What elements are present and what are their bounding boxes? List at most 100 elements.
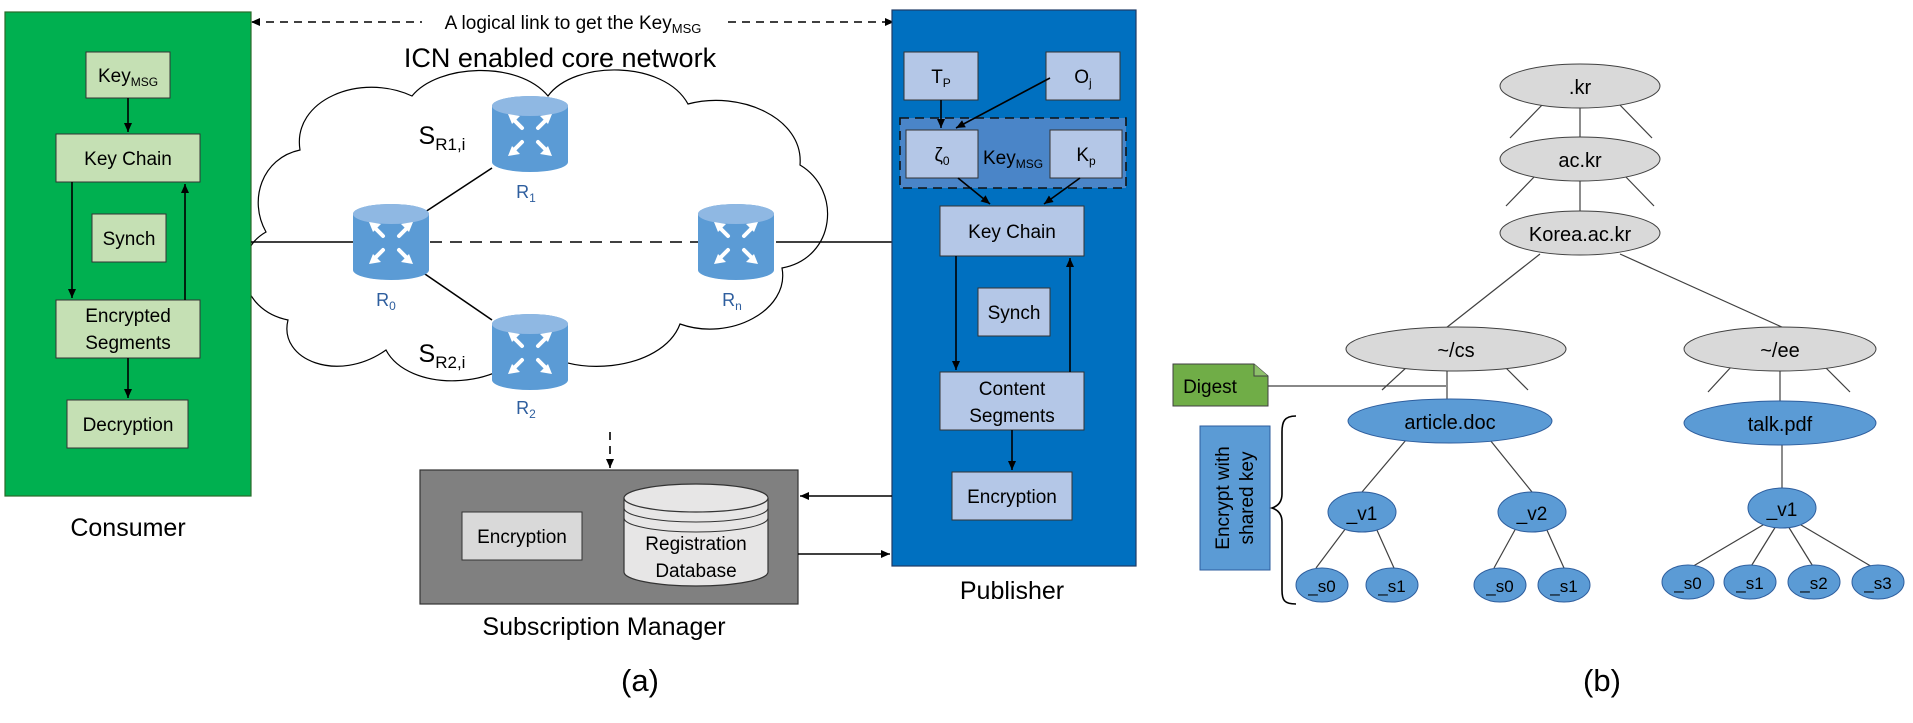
encrypt-note-line1: Encrypt with: [1213, 446, 1234, 549]
network-title: ICN enabled core network: [404, 43, 717, 73]
tree-node-segment-label: _s0: [1485, 577, 1513, 596]
tree-node-korea-label: Korea.ac.kr: [1529, 224, 1632, 246]
tree-node-ee-label: ~/ee: [1760, 340, 1799, 362]
consumer-key-chain-box: [55, 133, 201, 183]
publisher-tp-label: TP: [931, 67, 951, 90]
consumer-flow-arrows: [68, 98, 189, 398]
publisher-kp-label: Kp: [1076, 145, 1096, 168]
panel-a-caption: (a): [621, 663, 659, 698]
digest-label: Digest: [1183, 377, 1238, 398]
router-r0-icon: [353, 204, 429, 280]
tree-node-article-label: article.doc: [1404, 412, 1495, 434]
tree-node-v2-label: _v2: [1516, 504, 1548, 525]
publisher-zeta-box: [905, 129, 979, 179]
network-cloud: [243, 69, 829, 382]
router-rn-label: Rn: [722, 290, 742, 313]
tree-node-talk-v1: [1747, 487, 1817, 529]
publisher-tp-box: [903, 51, 979, 101]
router-rn-icon: [698, 204, 774, 280]
tree-node-segment-label: _s2: [1799, 574, 1827, 593]
router-r2-icon: [492, 314, 568, 390]
tree-node-segment: [1851, 564, 1905, 600]
panel-b-caption: (b): [1583, 663, 1621, 698]
tree-edges: [1315, 102, 1875, 569]
tree-node-v1-label: _v1: [1346, 504, 1378, 525]
tree-node-segment: [1365, 567, 1419, 603]
segment-sr2-label: SR2,i: [419, 340, 466, 372]
publisher-key-msg-label: KeyMSG: [983, 148, 1043, 171]
consumer-synch-box: [91, 213, 167, 263]
subscription-manager-label: Subscription Manager: [482, 613, 725, 641]
publisher-content-segments-line2: Segments: [969, 406, 1055, 427]
segment-sr1-label: SR1,i: [419, 122, 466, 154]
digest-note-fold: [1253, 364, 1268, 377]
publisher-oj-box: [1045, 51, 1121, 101]
tree-node-talk-label: talk.pdf: [1748, 414, 1813, 436]
tree-node-ee: [1683, 326, 1877, 372]
tree-node-segment: [1787, 564, 1841, 600]
tree-node-segment-label: _s1: [1377, 577, 1405, 596]
publisher-key-chain-label: Key Chain: [968, 222, 1056, 243]
logical-link-label: A logical link to get the KeyMSG: [445, 13, 702, 36]
tree-node-cs: [1345, 326, 1567, 372]
digest-note: [1172, 363, 1269, 407]
tree-node-v2: [1497, 491, 1567, 533]
encrypt-note-text: Encrypt with shared key: [1213, 446, 1258, 549]
tree-node-kr: [1499, 63, 1661, 109]
router-r1-icon: [492, 96, 568, 172]
tree-node-segment-label: _s0: [1307, 577, 1335, 596]
tree-node-segment-label: _s3: [1863, 574, 1891, 593]
tree-node-segment: [1295, 567, 1349, 603]
consumer-encrypted-segments-line2: Segments: [85, 333, 171, 354]
tree-node-segment: [1661, 564, 1715, 600]
network-links: [251, 167, 892, 468]
publisher-encryption-label: Encryption: [967, 487, 1057, 508]
router-r0-label: R0: [376, 290, 396, 313]
subscription-publisher-arrows: [798, 492, 892, 558]
tree-node-segment: [1723, 564, 1777, 600]
consumer-key-msg-label: KeyMSG: [98, 66, 158, 89]
tree-node-talk-v1-label: _v1: [1766, 500, 1798, 521]
router-r2-label: R2: [516, 398, 536, 421]
publisher-synch-box: [977, 287, 1051, 337]
tree-node-article: [1347, 398, 1553, 444]
panel-a: A logical link to get the KeyMSG ICN ena…: [4, 8, 1137, 698]
registration-database-line1: Registration: [645, 534, 746, 555]
tree-node-ackr-label: ac.kr: [1558, 150, 1602, 172]
consumer-encrypted-segments-line1: Encrypted: [85, 306, 171, 327]
tree-node-segment: [1537, 567, 1591, 603]
publisher-content-segments-line1: Content: [979, 379, 1046, 400]
tree-node-v1: [1327, 491, 1397, 533]
consumer-key-msg-box: [85, 51, 171, 99]
publisher-kp-box: [1049, 129, 1123, 179]
tree-node-talk: [1683, 400, 1877, 446]
tree-node-cs-label: ~/cs: [1437, 340, 1474, 362]
tree-node-segment-label: _s0: [1673, 574, 1701, 593]
publisher-encryption-box: [951, 471, 1073, 521]
publisher-label: Publisher: [960, 577, 1064, 605]
registration-database-icon: [623, 483, 769, 587]
tree-node-ackr: [1499, 136, 1661, 182]
tree-node-segment: [1473, 567, 1527, 603]
tree-node-segment-label: _s1: [1549, 577, 1577, 596]
consumer-key-chain-label: Key Chain: [84, 149, 172, 170]
router-r1-label: R1: [516, 182, 536, 205]
encrypt-note-line2: shared key: [1237, 451, 1258, 544]
subscription-encryption-box: [461, 511, 583, 561]
tree-node-korea: [1499, 210, 1661, 256]
encrypt-brace: [1269, 415, 1297, 605]
publisher-zeta-label: ζ0: [934, 145, 949, 168]
consumer-decryption-label: Decryption: [83, 415, 174, 436]
consumer-label: Consumer: [70, 514, 185, 542]
consumer-synch-label: Synch: [103, 229, 156, 250]
publisher-content-segments-box: [939, 371, 1085, 431]
consumer-encrypted-segments-box: [55, 299, 201, 359]
panel-b: .kr ac.kr Korea.ac.kr ~/cs ~/ee Digest a…: [1172, 63, 1905, 698]
consumer-decryption-box: [66, 399, 189, 449]
publisher-synch-label: Synch: [988, 303, 1041, 324]
subscription-encryption-label: Encryption: [477, 527, 567, 548]
publisher-oj-label: Oj: [1074, 67, 1091, 90]
publisher-flow-arrows: [937, 77, 1081, 470]
logical-link-label-bg: [422, 8, 724, 36]
